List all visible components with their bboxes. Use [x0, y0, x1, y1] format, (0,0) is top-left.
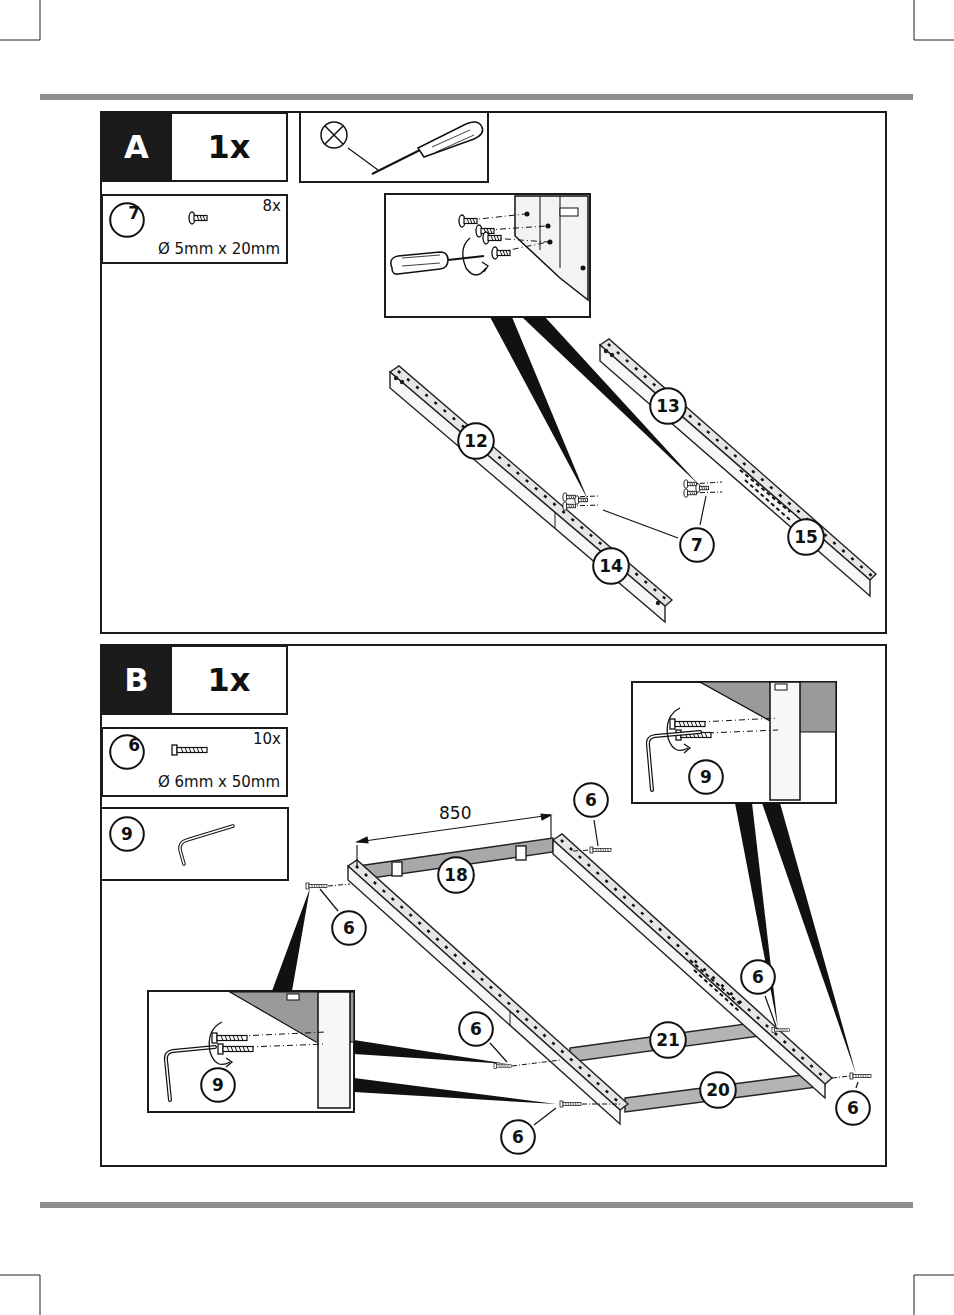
label-text: 9	[212, 1077, 224, 1094]
label-text: 6	[470, 1021, 482, 1038]
callout-number: 12	[457, 422, 495, 460]
label-text: 18	[444, 867, 468, 884]
callout-number: 6	[109, 734, 145, 770]
label-text: 13	[656, 398, 680, 415]
callout-number: 18	[437, 856, 475, 894]
callout-number: 9	[109, 816, 145, 852]
screws	[306, 847, 871, 1107]
label-text: 7	[691, 537, 703, 554]
callout-number: 6	[740, 959, 776, 995]
screw-icon	[172, 745, 207, 755]
screws	[563, 480, 722, 510]
label-text: 7	[128, 205, 140, 222]
label-text: 6	[128, 737, 140, 754]
label-text: 6	[585, 792, 597, 809]
side-rail	[390, 366, 672, 622]
page-rule	[40, 94, 913, 100]
callout-number: 9	[200, 1067, 236, 1103]
callout-number: 6	[573, 782, 609, 818]
label-text: 1x	[208, 664, 251, 696]
step-letter-box: A	[101, 112, 172, 182]
leader-line	[320, 820, 858, 1125]
label-text: 6	[343, 920, 355, 937]
step-letter-box: B	[101, 645, 172, 715]
bed-frame	[348, 834, 832, 1124]
size-text: Ø 6mm x 50mm	[158, 775, 280, 790]
label-text: 6	[847, 1100, 859, 1117]
callout-number: 21	[649, 1021, 687, 1059]
page-rule	[40, 1202, 913, 1208]
size-text: Ø 5mm x 20mm	[158, 242, 280, 257]
callout-number: 7	[109, 202, 145, 238]
label-text: A	[124, 131, 149, 163]
quantity-box: 1x	[170, 112, 288, 182]
side-rail	[600, 339, 876, 596]
quantity-box: 1x	[170, 645, 288, 715]
parts-box: 8x Ø 5mm x 20mm 7	[101, 194, 288, 264]
parts-box: 10x Ø 6mm x 50mm 6	[101, 727, 288, 797]
phillips-screwdriver-icon	[321, 122, 483, 174]
label-text: 15	[794, 529, 818, 546]
detail-inset	[648, 682, 836, 800]
callout-number: 20	[699, 1071, 737, 1109]
callout-number: 6	[331, 910, 367, 946]
hex-key-icon	[180, 826, 233, 864]
panel-frame	[101, 645, 886, 1166]
callout-number: 14	[592, 547, 630, 585]
label-text: 21	[656, 1032, 680, 1049]
label-text: B	[124, 664, 148, 696]
label-text: 6	[752, 969, 764, 986]
label-text: 12	[464, 433, 488, 450]
callout-number: 9	[688, 759, 724, 795]
label-text: 20	[706, 1082, 730, 1099]
label-text: 14	[599, 558, 623, 575]
quantity-text: 10x	[253, 732, 281, 747]
label-text: 1x	[208, 131, 251, 163]
screw-icon	[189, 212, 207, 224]
callout-number: 15	[787, 518, 825, 556]
quantity-text: 8x	[263, 199, 281, 214]
label-text: 9	[700, 769, 712, 786]
detail-inset	[391, 196, 588, 300]
callout-number: 6	[458, 1011, 494, 1047]
detail-inset	[166, 992, 354, 1108]
label-text: 9	[121, 826, 133, 843]
dimension-label: 850	[437, 805, 473, 822]
callout-number: 7	[679, 527, 715, 563]
label-text: 6	[512, 1129, 524, 1146]
callout-number: 6	[835, 1090, 871, 1126]
callout-number: 13	[649, 387, 687, 425]
panel-frame	[101, 112, 886, 633]
callout-number: 6	[500, 1119, 536, 1155]
